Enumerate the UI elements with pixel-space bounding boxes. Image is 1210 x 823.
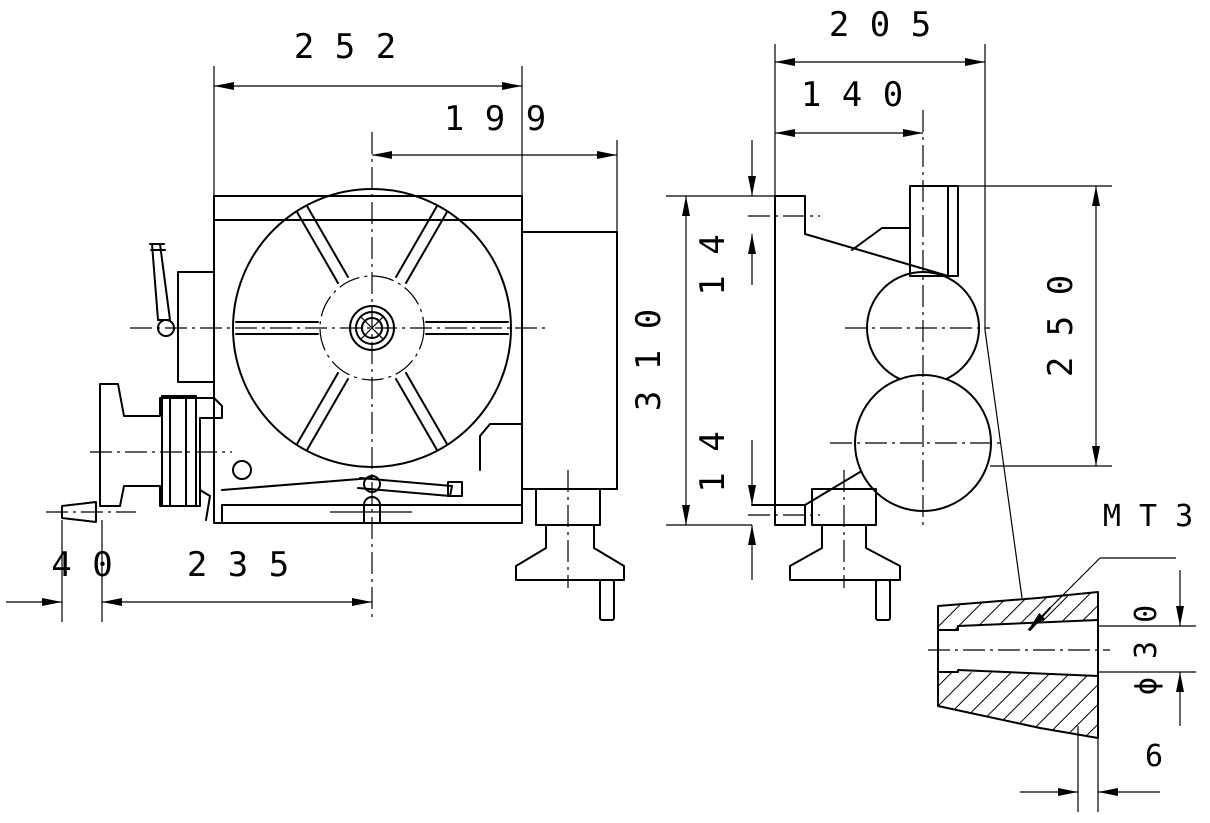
- taper-depth: 6: [1145, 739, 1163, 774]
- side-dimensions: 2 0 5 1 4 0 2 5 0 1 4 1 4: [666, 5, 1112, 580]
- t-slots: [235, 205, 509, 451]
- dim-slot-top: 1 4: [693, 234, 733, 295]
- front-mounting-foot: [515, 470, 625, 621]
- side-mounting-foot: [789, 470, 901, 621]
- side-body-outline: [751, 185, 959, 526]
- taper-diameter: ϕ 3 0: [1129, 605, 1164, 695]
- side-view: 2 0 5 1 4 0 2 5 0 1 4 1 4: [666, 5, 1112, 621]
- dim-slot-bottom: 1 4: [693, 431, 733, 492]
- locking-bolt: [221, 475, 463, 524]
- front-view: 2 5 2 1 9 9 3 1 0 4 0 2 3 5: [6, 27, 669, 622]
- dim-handle-offset: 4 0: [51, 545, 112, 585]
- front-dimensions: 2 5 2 1 9 9 3 1 0 4 0 2 3 5: [6, 27, 669, 622]
- side-center-lines: [748, 110, 1000, 528]
- dim-center-to-edge: 2 3 5: [187, 545, 289, 585]
- dim-offset-center: 1 9 9: [444, 99, 546, 139]
- dim-depth-total: 2 0 5: [829, 5, 931, 45]
- dim-width-front: 2 5 2: [294, 27, 396, 67]
- dim-axis-height: 2 5 0: [1041, 275, 1081, 377]
- clamp-lever: [149, 243, 215, 383]
- worm-handwheel: [46, 383, 252, 523]
- dim-height-total: 3 1 0: [629, 309, 669, 411]
- taper-label: M T 3: [1103, 499, 1193, 534]
- front-center-lines: [130, 132, 546, 620]
- taper-detail: M T 3 ϕ 3 0 6: [928, 329, 1196, 812]
- dim-depth-to-axis: 1 4 0: [801, 75, 903, 115]
